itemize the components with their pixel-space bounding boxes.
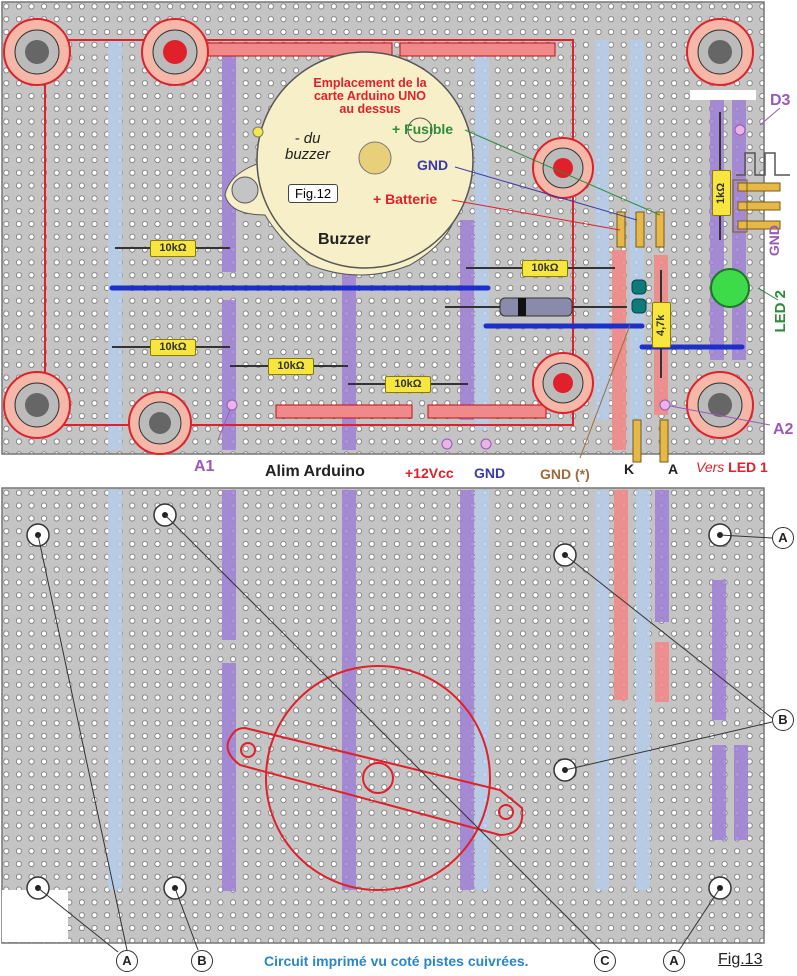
marker-a-bottom-left: A [116, 950, 138, 972]
plus12v-label: +12Vcc [405, 465, 454, 481]
resistor-1k: 1kΩ [712, 170, 731, 216]
fig13-label: Fig.13 [718, 951, 763, 968]
buzzer-label: Buzzer [318, 231, 371, 248]
gnd-top-label: GND [417, 157, 449, 173]
arduino-note: Emplacement de la carte Arduino UNO au d… [300, 77, 440, 116]
gnd-vertical-label: GND [766, 225, 782, 257]
resistor-47k: 4,7k [652, 302, 671, 348]
bottom-caption: Circuit imprimé vu coté pistes cuivrées. [264, 953, 529, 969]
resistor-5: 10kΩ [522, 260, 568, 277]
anode-label: A [668, 461, 679, 477]
mounting-nuts [3, 18, 754, 455]
led1-text: LED 1 [728, 459, 768, 475]
marker-b-bottom: B [191, 950, 213, 972]
resistor-2: 10kΩ [150, 339, 196, 356]
marker-a-right-top: A [772, 527, 794, 549]
gnd-bottom-label: GND [474, 465, 506, 481]
marker-a-bottom-right: A [663, 950, 685, 972]
bottom-board [1, 487, 773, 953]
arduino-note-line2: carte Arduino UNO [313, 89, 427, 103]
top-board [1, 1, 790, 463]
alim-arduino-label: Alim Arduino [265, 463, 365, 480]
a1-label: A1 [194, 458, 215, 475]
resistor-3: 10kΩ [268, 358, 314, 375]
resistor-4: 10kΩ [385, 376, 431, 393]
marker-b-right: B [772, 709, 794, 731]
fusible-label: + Fusible [392, 121, 454, 137]
cathode-label: K [624, 461, 635, 477]
resistor-1: 10kΩ [150, 240, 196, 257]
minus-buzzer-line1: - du [294, 130, 321, 147]
a2-label: A2 [773, 421, 794, 438]
d3-label: D3 [770, 92, 791, 109]
minus-buzzer-line2: buzzer [285, 146, 331, 163]
led2-label: LED 2 [772, 290, 789, 333]
vers-led1: Vers LED 1 [696, 459, 768, 475]
arduino-note-line1: Emplacement de la [313, 76, 427, 90]
arduino-note-line3: au dessus [339, 102, 401, 116]
batterie-label: + Batterie [373, 191, 438, 207]
gnd-star-label: GND (*) [540, 466, 590, 482]
fig12-label: Fig.12 [288, 184, 339, 203]
marker-c-bottom: C [594, 950, 616, 972]
buzzer-body [224, 51, 474, 276]
minus-buzzer-label: - du buzzer [285, 131, 330, 163]
vers-text: Vers [696, 459, 725, 475]
